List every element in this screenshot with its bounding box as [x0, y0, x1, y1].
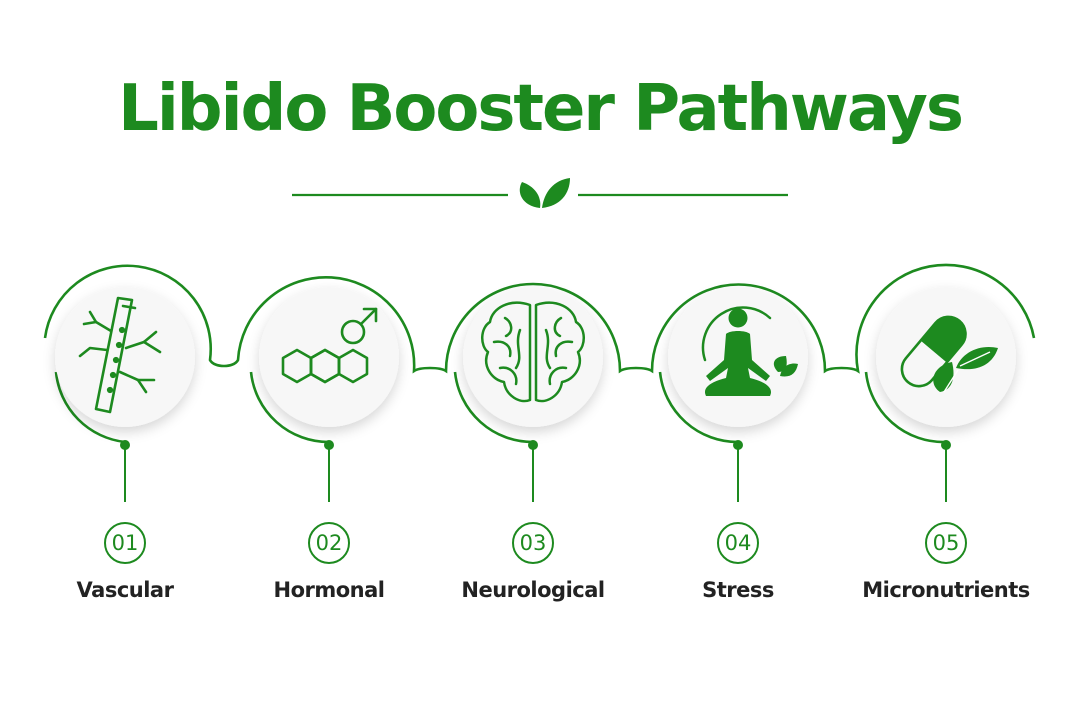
blood-vessel-icon: [78, 296, 162, 414]
page-title: Libido Booster Pathways: [118, 72, 964, 146]
lower-arcs: [54, 371, 947, 444]
hormone-molecule-icon: [281, 307, 378, 384]
pathway-label: Vascular: [76, 578, 174, 602]
pathway-number: 04: [724, 531, 752, 555]
stem-dots: [120, 440, 951, 450]
leaves-icon: [519, 178, 570, 208]
pathway-number: 02: [315, 531, 343, 555]
meditation-icon: [701, 306, 798, 396]
connector-line: [43, 263, 1036, 374]
stems: [124, 445, 947, 502]
pathway-number: 05: [932, 531, 960, 555]
pathway-label: Stress: [702, 578, 774, 602]
brain-icon: [481, 301, 585, 403]
pathway-number: 01: [111, 531, 139, 555]
title-divider: [292, 178, 788, 208]
pathway-label: Hormonal: [273, 578, 386, 602]
pill-leaf-icon: [900, 315, 998, 393]
pathway-number: 03: [519, 531, 547, 555]
number-rings: [104, 522, 967, 564]
pathway-label: Neurological: [461, 578, 605, 602]
circle-neurological: [463, 287, 603, 427]
pathway-label: Micronutrients: [862, 578, 1030, 602]
circle-vascular: [55, 287, 195, 427]
circle-hormonal: [259, 287, 399, 427]
